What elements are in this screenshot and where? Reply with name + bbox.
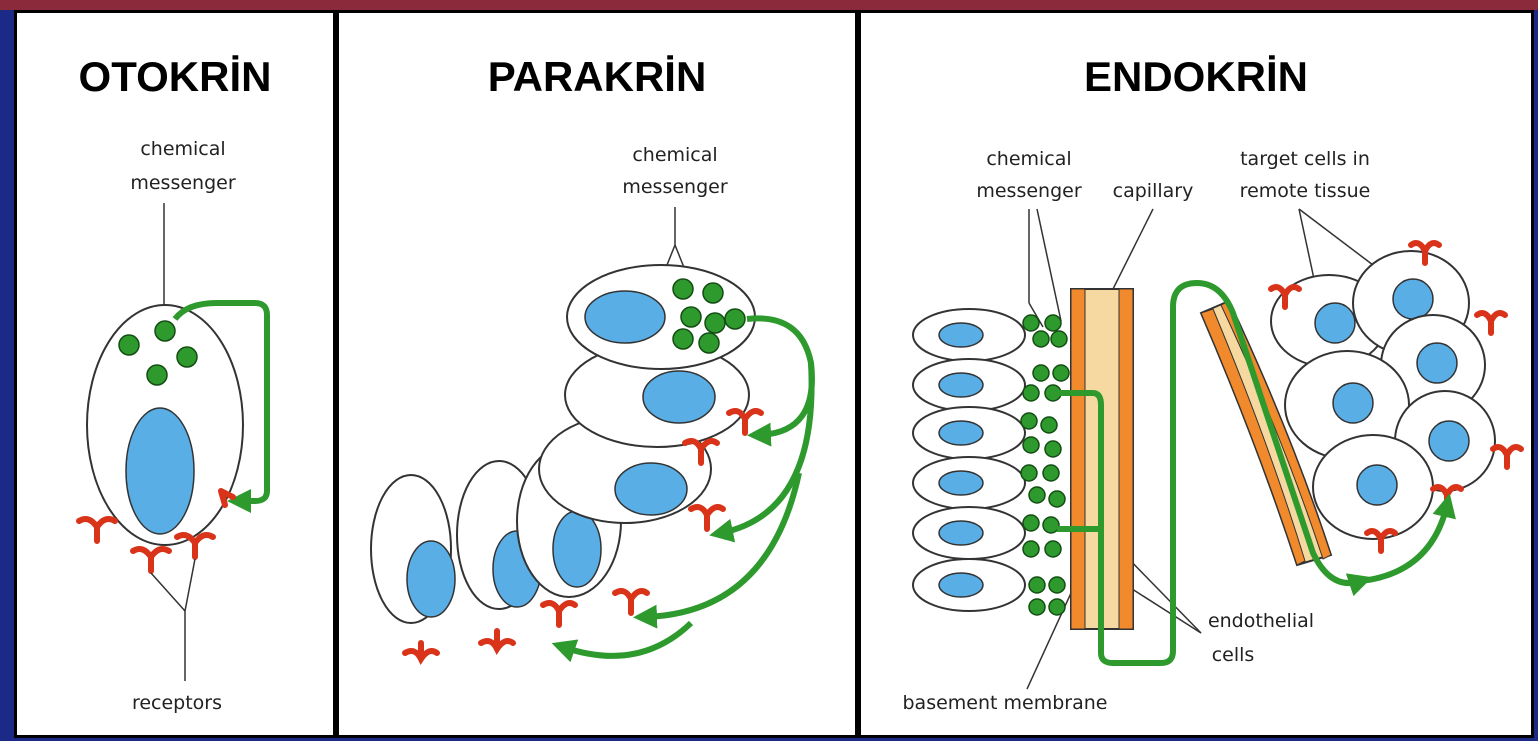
- messenger-molecule: [1023, 385, 1039, 401]
- messenger-molecule: [705, 313, 725, 333]
- nucleus: [1417, 343, 1457, 383]
- paracrine-messenger-label-1: chemical: [632, 144, 717, 166]
- nucleus: [1393, 279, 1433, 319]
- messenger-pointer-line: [1037, 209, 1061, 321]
- endocrine-target-label-1: target cells in: [1240, 148, 1370, 170]
- messenger-molecule: [119, 335, 139, 355]
- receptor: [1477, 313, 1505, 333]
- messenger-molecule: [703, 283, 723, 303]
- messenger-molecule: [1049, 599, 1065, 615]
- receptor: [1493, 447, 1521, 467]
- nucleus: [939, 323, 983, 347]
- messenger-molecule: [1049, 577, 1065, 593]
- messenger-molecule: [1023, 437, 1039, 453]
- paracrine-diagram: chemical messenger: [339, 13, 858, 738]
- messenger-molecule: [1043, 517, 1059, 533]
- messenger-molecule: [699, 333, 719, 353]
- endocrine-basement-label: basement membrane: [903, 692, 1108, 714]
- endothelial-cell-layer: [1119, 289, 1133, 629]
- autocrine-panel: OTOKRİN chemical messenger receptors: [14, 10, 336, 738]
- endocrine-endothelial-label-1: endothelial: [1208, 610, 1314, 632]
- endocrine-diagram: chemical messenger capillary target cell…: [861, 13, 1534, 738]
- messenger-molecule: [1041, 417, 1057, 433]
- autocrine-diagram: chemical messenger receptors: [17, 13, 336, 738]
- messenger-molecule: [1043, 465, 1059, 481]
- messenger-molecule: [673, 279, 693, 299]
- receptor: [133, 549, 169, 571]
- endothelial-pointer-line: [1129, 587, 1201, 633]
- nucleus: [553, 511, 601, 587]
- messenger-molecule: [681, 307, 701, 327]
- messenger-molecule: [1053, 365, 1069, 381]
- autocrine-messenger-label-2: messenger: [130, 172, 235, 194]
- endocrine-messenger-label-1: chemical: [986, 148, 1071, 170]
- endocrine-target-label-2: remote tissue: [1240, 180, 1371, 202]
- nucleus: [939, 373, 983, 397]
- messenger-molecule: [1029, 487, 1045, 503]
- nucleus: [1357, 465, 1397, 505]
- nucleus: [1315, 303, 1355, 343]
- nucleus: [1333, 383, 1373, 423]
- receptor: [481, 631, 513, 649]
- messenger-molecule: [147, 365, 167, 385]
- nucleus: [1429, 421, 1469, 461]
- secretory-cell-stack: [913, 309, 1025, 611]
- messenger-molecule: [1023, 515, 1039, 531]
- receptor-pointer-line: [151, 573, 185, 611]
- messenger-molecule: [177, 347, 197, 367]
- receptor: [79, 519, 115, 541]
- nucleus: [939, 471, 983, 495]
- nucleus: [939, 521, 983, 545]
- endocrine-messenger-label-2: messenger: [976, 180, 1081, 202]
- nucleus: [585, 291, 665, 343]
- receptor: [691, 507, 723, 529]
- endocrine-panel: ENDOKRİN chemical messenger capillary ta…: [858, 10, 1534, 738]
- messenger-molecule: [725, 309, 745, 329]
- paracrine-messenger-label-2: messenger: [622, 176, 727, 198]
- receptor: [615, 591, 647, 613]
- nucleus: [643, 371, 715, 423]
- endocrine-capillary-label: capillary: [1113, 180, 1194, 202]
- messenger-molecule: [1051, 331, 1067, 347]
- messenger-molecule: [1049, 491, 1065, 507]
- messenger-molecule: [1021, 413, 1037, 429]
- signal-arrow: [747, 318, 812, 435]
- messenger-molecule: [1045, 315, 1061, 331]
- endothelial-cell-layer: [1071, 289, 1085, 629]
- receptor: [1367, 531, 1395, 551]
- messenger-molecule: [673, 329, 693, 349]
- nucleus: [615, 463, 687, 515]
- autocrine-messenger-label-1: chemical: [140, 138, 225, 160]
- nucleus: [407, 541, 455, 617]
- receptor: [543, 603, 575, 625]
- nucleus: [939, 421, 983, 445]
- paracrine-panel: PARAKRİN chemical messenger: [336, 10, 858, 738]
- messenger-molecule: [1029, 599, 1045, 615]
- autocrine-receptors-label: receptors: [132, 692, 222, 714]
- messenger-molecule: [1021, 465, 1037, 481]
- messenger-molecule: [1045, 541, 1061, 557]
- nucleus: [126, 408, 194, 534]
- messenger-molecule: [1033, 331, 1049, 347]
- receptor-pointer-line: [185, 559, 195, 611]
- nucleus: [939, 573, 983, 597]
- messenger-molecule: [1023, 541, 1039, 557]
- messenger-molecule: [1033, 365, 1049, 381]
- messenger-molecule: [155, 321, 175, 341]
- receptor: [405, 643, 437, 659]
- messenger-molecule: [1045, 441, 1061, 457]
- messenger-molecule: [1029, 577, 1045, 593]
- top-border-strip: [0, 0, 1538, 10]
- messenger-molecule: [1023, 315, 1039, 331]
- signal-arrow: [563, 623, 691, 656]
- endocrine-endothelial-label-2: cells: [1212, 644, 1255, 666]
- receptor: [1433, 487, 1461, 507]
- messenger-molecule-group: [1021, 315, 1069, 615]
- target-pointer-line: [1299, 209, 1373, 265]
